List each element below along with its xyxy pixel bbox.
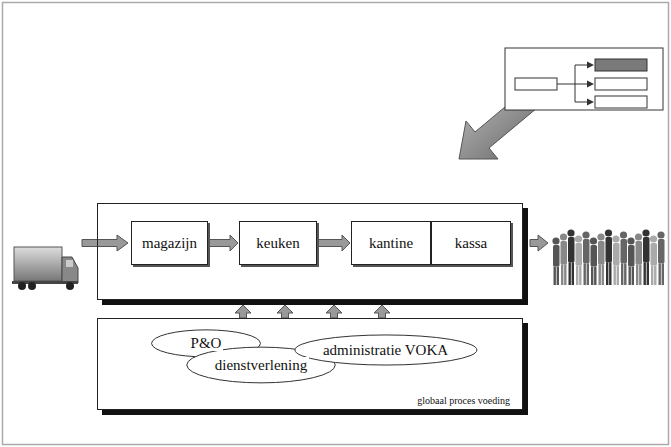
people-crowd [552, 229, 664, 285]
flow-arrow [235, 305, 251, 318]
process-box: magazijn [131, 221, 208, 265]
flow-arrow [326, 305, 342, 318]
flow-arrow [209, 235, 238, 251]
exit-arrow [530, 235, 548, 251]
frame [3, 3, 669, 445]
supply-arrow [82, 235, 128, 251]
process-box: kantine [351, 221, 431, 265]
caption-text: globaal proces voeding [415, 395, 512, 406]
process-box: keuken [239, 221, 317, 265]
truck-icon [12, 247, 78, 290]
flow-arrow [374, 305, 390, 318]
process-band: magazijn keuken kantine kassa [97, 203, 523, 300]
node-label: administratie VOKA [321, 342, 450, 359]
process-box: kassa [431, 221, 511, 265]
node-label: kassa [455, 235, 488, 252]
support-band: P&O dienstverlening administratie VOKA glob… [97, 318, 523, 410]
support-ellipse: administratie VOKA [294, 334, 478, 366]
node-label: kantine [369, 235, 413, 252]
node-label: magazijn [142, 235, 197, 252]
flow-arrow [318, 235, 350, 251]
flow-arrow [277, 305, 293, 318]
callout-box [505, 48, 667, 114]
node-label: P&O [189, 335, 224, 352]
node-label: keuken [256, 235, 299, 252]
node-label: dienstverlening [213, 357, 309, 374]
